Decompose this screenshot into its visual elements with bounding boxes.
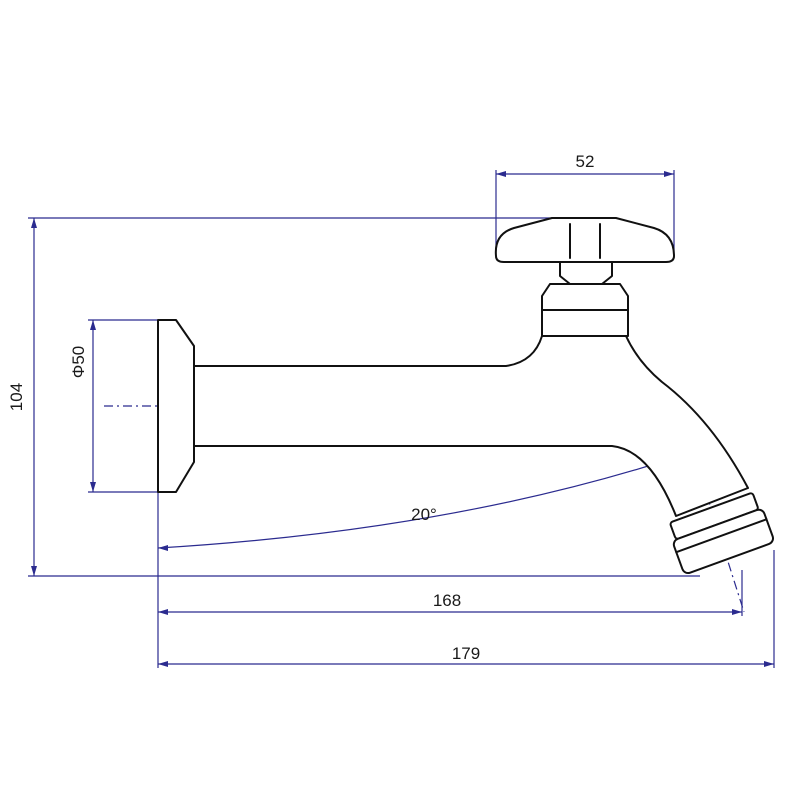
arrow-104-top [31,218,37,228]
aerator-nozzle [669,492,774,575]
spout-centerline [687,435,745,613]
label-168: 168 [433,591,461,610]
arrow-179-right [764,661,774,667]
label-phi50: Φ50 [69,346,88,378]
arrow-104-bottom [31,566,37,576]
label-179: 179 [452,644,480,663]
arrow-179-left [158,661,168,667]
arrow-angle-start [158,545,168,551]
arrow-phi50-top [90,320,96,330]
arrow-168-right [732,609,742,615]
faucet-body [193,335,749,517]
arrow-phi50-bottom [90,482,96,492]
arrow-52-right [664,171,674,177]
dimension-lines [28,170,775,668]
label-52: 52 [576,152,595,171]
label-104: 104 [7,383,26,411]
label-20-deg: 20° [411,505,437,524]
wall-flange [157,319,195,493]
handle-knob [494,217,675,263]
arrow-168-left [158,609,168,615]
angle-arc-20 [157,451,693,549]
faucet-outline [157,217,774,575]
arrow-52-left [496,171,506,177]
aerator-groove [675,518,768,554]
dimension-labels: 52 104 Φ50 20° 168 179 [7,152,594,663]
